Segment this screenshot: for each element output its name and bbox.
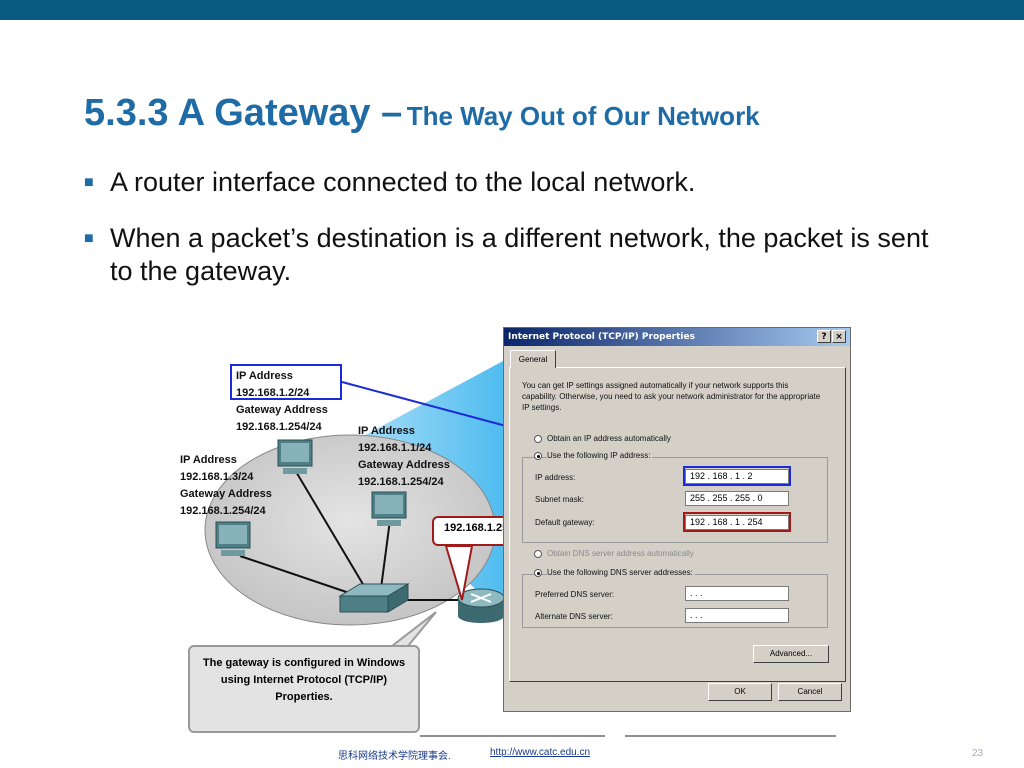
switch-icon: [338, 583, 410, 613]
ip-highlight-box: [230, 364, 342, 400]
page-number: 23: [972, 748, 984, 759]
gateway-field-highlight: [683, 512, 791, 532]
slide-title-main: 5.3.3 A Gateway –: [84, 92, 403, 134]
host3-gateway-label: Gateway Address: [180, 488, 272, 500]
auto-dns-label[interactable]: Obtain DNS server address automatically: [547, 549, 694, 558]
help-button[interactable]: ?: [817, 330, 831, 343]
host3-gateway-value: 192.168.1.254/24: [180, 505, 266, 517]
bullet-square-icon: ■: [84, 174, 94, 191]
bullet-square-icon: ■: [84, 230, 94, 247]
host3-ip-label: IP Address: [180, 454, 237, 466]
alternate-dns-field[interactable]: . . .: [685, 608, 789, 623]
ip-address-field[interactable]: 192 . 168 . 1 . 2: [685, 469, 789, 484]
subnet-mask-label: Subnet mask:: [535, 495, 584, 504]
auto-ip-radio[interactable]: [534, 435, 542, 443]
host2-info: IP Address 192.168.1.1/24 Gateway Addres…: [358, 423, 450, 491]
manual-ip-label[interactable]: Use the following IP address:: [547, 450, 653, 461]
host2-ip-value: 192.168.1.1/24: [358, 442, 432, 454]
host1-ip-label: IP Address: [236, 370, 293, 382]
footer-link[interactable]: http://www.catc.edu.cn: [490, 747, 591, 758]
ok-button[interactable]: OK: [708, 683, 772, 701]
default-gateway-label: Default gateway:: [535, 518, 595, 527]
manual-ip-radio[interactable]: [534, 452, 542, 460]
default-gateway-field[interactable]: 192 . 168 . 1 . 254: [685, 515, 789, 530]
host1-gateway-value: 192.168.1.254/24: [236, 421, 322, 433]
preferred-dns-field[interactable]: . . .: [685, 586, 789, 601]
auto-ip-label[interactable]: Obtain an IP address automatically: [547, 434, 671, 443]
host2-gateway-label: Gateway Address: [358, 459, 450, 471]
host2-gateway-value: 192.168.1.254/24: [358, 476, 444, 488]
ip-field-highlight: [683, 466, 791, 486]
footer-org: 思科网络技术学院理事会.: [338, 751, 451, 762]
ip-address-label: IP address:: [535, 473, 576, 482]
router-icon: [457, 588, 505, 623]
info-callout: [188, 645, 420, 733]
bullet-text: A router interface connected to the loca…: [110, 167, 696, 197]
bullet-text: When a packet’s destination is a differe…: [110, 223, 929, 286]
general-tab-panel: [509, 367, 846, 682]
gateway-pointer: [444, 545, 474, 601]
intro-text: You can get IP settings assigned automat…: [522, 381, 821, 412]
alternate-dns-label: Alternate DNS server:: [535, 612, 613, 621]
advanced-button[interactable]: Advanced...: [753, 645, 829, 663]
pc-icon: [371, 491, 407, 526]
close-button[interactable]: ×: [832, 330, 846, 343]
slide-title-sub: The Way Out of Our Network: [406, 101, 760, 131]
pc-icon: [215, 521, 251, 556]
slide-title: 5.3.3 A Gateway – The Way Out of Our Net…: [84, 92, 760, 135]
tab-general[interactable]: General: [510, 350, 556, 368]
pc-icon: [277, 439, 313, 474]
host1-info: IP Address 192.168.1.2/24 Gateway Addres…: [236, 368, 328, 436]
host1-gateway-label: Gateway Address: [236, 404, 328, 416]
subnet-mask-field[interactable]: 255 . 255 . 255 . 0: [685, 491, 789, 506]
host3-info: IP Address 192.168.1.3/24 Gateway Addres…: [180, 452, 272, 520]
dialog-title: Internet Protocol (TCP/IP) Properties: [504, 328, 850, 346]
manual-ip-group: [522, 457, 828, 543]
preferred-dns-label: Preferred DNS server:: [535, 590, 615, 599]
cancel-button[interactable]: Cancel: [778, 683, 842, 701]
top-banner: [0, 0, 1024, 20]
host2-ip-label: IP Address: [358, 425, 415, 437]
manual-dns-radio[interactable]: [534, 569, 542, 577]
host3-ip-value: 192.168.1.3/24: [180, 471, 254, 483]
manual-dns-label[interactable]: Use the following DNS server addresses:: [547, 567, 695, 578]
host1-ip-value: 192.168.1.2/24: [236, 387, 310, 399]
auto-dns-radio[interactable]: [534, 550, 542, 558]
info-callout-text: The gateway is configured in Windows usi…: [202, 657, 406, 703]
